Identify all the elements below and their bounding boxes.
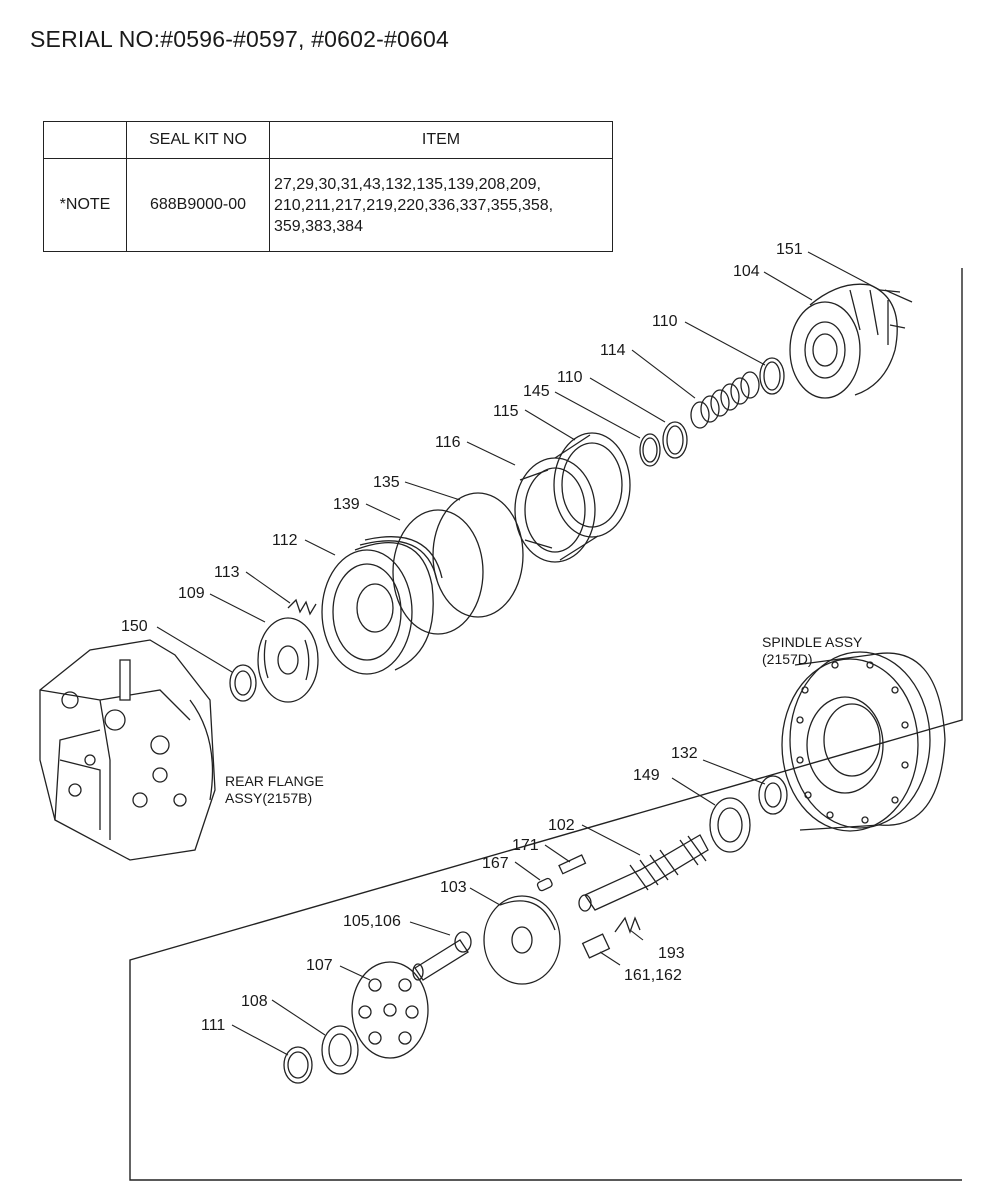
label-108: 108 [241, 993, 268, 1010]
part-113-spring [287, 598, 317, 616]
part-112-cylinder [321, 536, 443, 675]
label-115: 115 [493, 403, 519, 420]
part-110-ring-upper [759, 357, 785, 395]
label-171: 171 [512, 837, 539, 854]
part-labels: 151 104 110 114 110 145 115 116 135 139 … [121, 241, 863, 1034]
part-132-bearing [758, 775, 788, 815]
items-cell: 27,29,30,31,43,132,135,139,208,209, 210,… [269, 158, 613, 252]
label-132: 132 [671, 745, 698, 762]
label-107: 107 [306, 957, 333, 974]
part-105-106-piston [412, 931, 472, 981]
label-103: 103 [440, 879, 467, 896]
items-line-1: 27,29,30,31,43,132,135,139,208,209, [274, 175, 541, 193]
kit-no-cell: 688B9000-00 [126, 158, 270, 252]
assembly-frame [129, 268, 963, 1181]
part-114-spring [690, 371, 760, 429]
label-112: 112 [272, 532, 298, 549]
part-115-116-plates [514, 432, 631, 563]
label-150: 150 [121, 618, 148, 635]
part-111-snap-ring [283, 1046, 313, 1084]
spindle-label-2: (2157D) [762, 651, 813, 667]
label-102: 102 [548, 817, 575, 834]
table-header-row: SEAL KIT NO ITEM [43, 121, 613, 159]
part-103-swash-plate [483, 895, 561, 985]
label-114: 114 [600, 342, 626, 359]
leader-lines [156, 251, 881, 1056]
label-110-lower: 110 [557, 369, 583, 386]
label-193: 193 [658, 945, 685, 962]
part-139-o-ring [392, 509, 484, 635]
label-151: 151 [776, 241, 803, 258]
part-150-bearing [229, 664, 257, 702]
label-167: 167 [482, 855, 509, 872]
label-139: 139 [333, 496, 360, 513]
part-109-plate [257, 617, 319, 703]
label-116: 116 [435, 434, 461, 451]
part-107-retainer-plate [351, 961, 429, 1059]
part-171-pin [558, 854, 587, 875]
items-line-3: 359,383,384 [274, 217, 363, 235]
label-109: 109 [178, 585, 205, 602]
items-line-2: 210,211,217,219,220,336,337,355,358, [274, 196, 554, 214]
rear-flange-label-1: REAR FLANGE [225, 773, 324, 789]
label-105-106: 105,106 [343, 913, 401, 930]
label-149: 149 [633, 767, 660, 784]
header-item: ITEM [269, 121, 613, 159]
label-135: 135 [373, 474, 400, 491]
part-145-ring [639, 433, 661, 467]
part-108-bearing [321, 1025, 359, 1075]
header-seal-kit-no: SEAL KIT NO [126, 121, 270, 159]
part-110-ring-lower [662, 421, 688, 459]
part-149-bearing [709, 797, 751, 853]
note-cell: *NOTE [43, 158, 127, 252]
part-135-o-ring [432, 492, 524, 618]
label-113: 113 [214, 564, 240, 581]
label-104: 104 [733, 263, 760, 280]
header-blank [43, 121, 127, 159]
label-110-upper: 110 [652, 313, 678, 330]
part-161-162-plug [581, 933, 611, 959]
label-161-162: 161,162 [624, 967, 682, 984]
label-145: 145 [523, 383, 550, 400]
table-row: *NOTE 688B9000-00 27,29,30,31,43,132,135… [43, 158, 613, 252]
part-193-spring [614, 916, 641, 934]
spindle-assy [781, 651, 946, 832]
page-title: SERIAL NO:#0596-#0597, #0602-#0604 [30, 26, 449, 52]
part-104-cylinder-block [789, 283, 913, 399]
seal-kit-table: SEAL KIT NO ITEM *NOTE 688B9000-00 27,29… [43, 121, 613, 252]
part-102-shaft [578, 834, 709, 912]
label-111: 111 [201, 1017, 225, 1034]
rear-flange-assy [39, 639, 216, 861]
part-167-key [536, 877, 553, 892]
rear-flange-label-2: ASSY(2157B) [225, 790, 312, 806]
spindle-label-1: SPINDLE ASSY [762, 634, 863, 650]
